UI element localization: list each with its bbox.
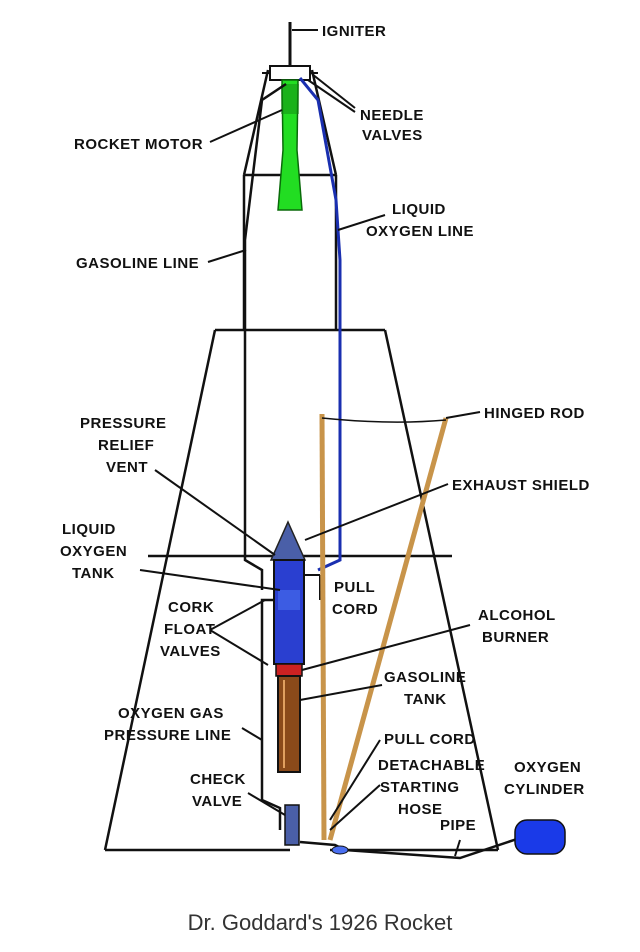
- label-cork-float-valves-1: CORK: [168, 599, 214, 616]
- label-liquid-oxygen-tank-1: LIQUID: [62, 521, 116, 538]
- label-hinged-rod: HINGED ROD: [484, 405, 585, 422]
- oxygen-cylinder: [514, 819, 566, 855]
- label-gasoline-tank-2: TANK: [404, 691, 447, 708]
- liquid-oxygen-tank: [273, 559, 321, 665]
- label-gasoline-tank-1: GASOLINE: [384, 669, 466, 686]
- label-alcohol-burner-1: ALCOHOL: [478, 607, 556, 624]
- label-detachable-starting-hose-2: STARTING: [380, 779, 460, 796]
- label-check-valve-1: CHECK: [190, 771, 246, 788]
- label-oxygen-cylinder-1: OXYGEN: [514, 759, 581, 776]
- starting-hose-pipe: [299, 836, 521, 860]
- label-liquid-oxygen-tank-2: OXYGEN: [60, 543, 127, 560]
- diagram-caption: Dr. Goddard's 1926 Rocket: [188, 910, 453, 935]
- gasoline-line: [243, 82, 287, 590]
- label-gasoline-line: GASOLINE LINE: [76, 255, 199, 272]
- exhaust-shield: [269, 520, 307, 561]
- label-pressure-relief-vent-2: RELIEF: [98, 437, 154, 454]
- label-pull-cord-upper-2: CORD: [332, 601, 378, 618]
- label-pressure-relief-vent-1: PRESSURE: [80, 415, 167, 432]
- rocket-motor: [277, 79, 303, 211]
- label-exhaust-shield: EXHAUST SHIELD: [452, 477, 590, 494]
- hinged-rods: [319, 413, 449, 841]
- label-liquid-oxygen-line-1: LIQUID: [392, 201, 446, 218]
- label-rocket-motor: ROCKET MOTOR: [74, 136, 203, 153]
- label-check-valve-2: VALVE: [192, 793, 242, 810]
- oxygen-gas-pressure-line: [260, 598, 282, 830]
- label-liquid-oxygen-tank-3: TANK: [72, 565, 115, 582]
- label-detachable-starting-hose-1: DETACHABLE: [378, 757, 485, 774]
- label-pipe: PIPE: [440, 817, 476, 834]
- label-detachable-starting-hose-3: HOSE: [398, 801, 443, 818]
- label-pull-cord-lower: PULL CORD: [384, 731, 476, 748]
- label-liquid-oxygen-line-2: OXYGEN LINE: [366, 223, 474, 240]
- gasoline-tank: [277, 675, 301, 773]
- label-igniter: IGNITER: [322, 23, 386, 40]
- label-alcohol-burner-2: BURNER: [482, 629, 549, 646]
- label-pull-cord-upper-1: PULL: [334, 579, 375, 596]
- label-pressure-relief-vent-3: VENT: [106, 459, 148, 476]
- label-cork-float-valves-3: VALVES: [160, 643, 221, 660]
- needle-valves: [262, 65, 318, 81]
- label-needle-valves-1: NEEDLE: [360, 107, 424, 124]
- label-cork-float-valves-2: FLOAT: [164, 621, 215, 638]
- check-valve: [284, 804, 300, 846]
- alcohol-burner: [275, 663, 303, 677]
- label-oxygen-gas-pressure-line-2: PRESSURE LINE: [104, 727, 231, 744]
- label-needle-valves-2: VALVES: [362, 127, 423, 144]
- leader-lines: [139, 29, 481, 857]
- label-oxygen-gas-pressure-line-1: OXYGEN GAS: [118, 705, 224, 722]
- label-oxygen-cylinder-2: CYLINDER: [504, 781, 585, 798]
